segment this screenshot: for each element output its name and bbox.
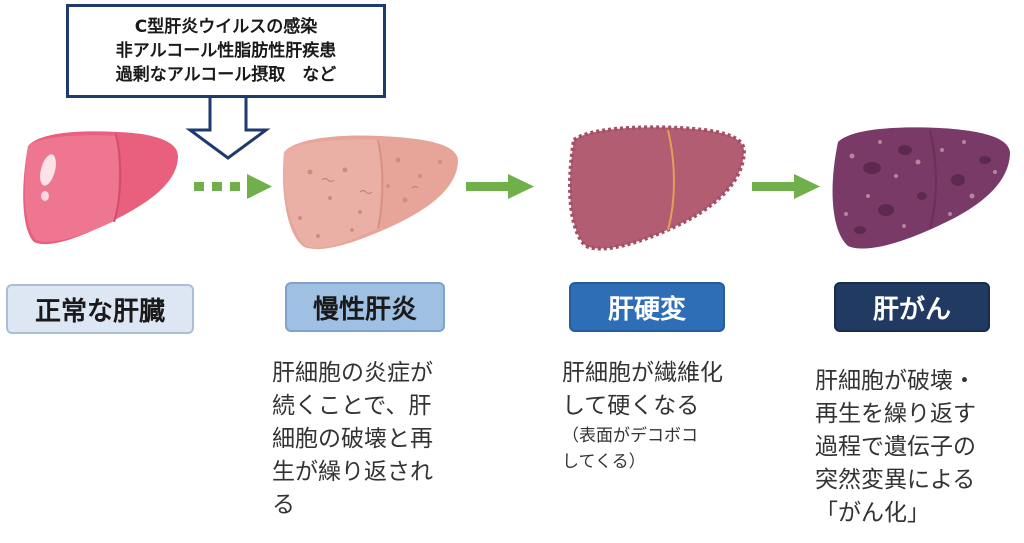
cause-line-3: 過剰なアルコール摂取 など: [115, 65, 337, 85]
liver-cancer-image: [832, 127, 1010, 249]
cirrhosis-description: 肝細胞が繊維化 して硬くなる （表面がデコボコ してくる）: [562, 357, 723, 475]
normal-liver-image: [23, 131, 179, 245]
liver-cancer-description: 肝細胞が破壊・ 再生を繰り返す 過程で遺伝子の 突然変異による 「がん化」: [815, 365, 976, 530]
description-line: 過程で遺伝子の: [815, 434, 976, 460]
description-line: 「がん化」: [815, 500, 930, 526]
description-line: 肝細胞が繊維化: [562, 360, 723, 386]
description-line: 生が繰り返され: [272, 459, 433, 485]
cause-box: C型肝炎ウイルスの感染 非アルコール性脂肪性肝疾患 過剰なアルコール摂取 など: [66, 4, 386, 98]
description-line: 細胞の破壊と再: [272, 426, 433, 452]
description-line: る: [272, 492, 295, 518]
stage-label-cirrhosis: 肝硬変: [569, 282, 725, 332]
description-line: 肝細胞が破壊・: [815, 368, 976, 394]
cirrhosis-liver-image: [568, 125, 747, 251]
description-line: して硬くなる: [562, 393, 700, 419]
cause-down-arrow: [185, 96, 271, 160]
cause-line-1: C型肝炎ウイルスの感染: [134, 17, 318, 37]
description-line: 続くことで、肝: [272, 393, 432, 419]
stage-label-liver-cancer: 肝がん: [834, 282, 990, 332]
description-line: 突然変異による: [815, 467, 976, 493]
arrow-3: [752, 174, 820, 199]
chronic-hepatitis-description: 肝細胞の炎症が 続くことで、肝 細胞の破壊と再 生が繰り返され る: [272, 357, 433, 522]
description-note-line: （表面がデコボコ: [562, 426, 698, 446]
stage-label-chronic-hepatitis: 慢性肝炎: [285, 282, 445, 332]
cause-line-2: 非アルコール性脂肪性肝疾患: [115, 41, 337, 61]
description-line: 肝細胞の炎症が: [272, 360, 433, 386]
chronic-hepatitis-liver-image: [282, 135, 458, 250]
description-note-line: してくる）: [562, 452, 646, 472]
dotted-arrow-1: [194, 174, 272, 199]
description-line: 再生を繰り返す: [815, 401, 976, 427]
stage-label-normal-liver: 正常な肝臓: [6, 284, 194, 334]
arrow-2: [466, 174, 534, 199]
